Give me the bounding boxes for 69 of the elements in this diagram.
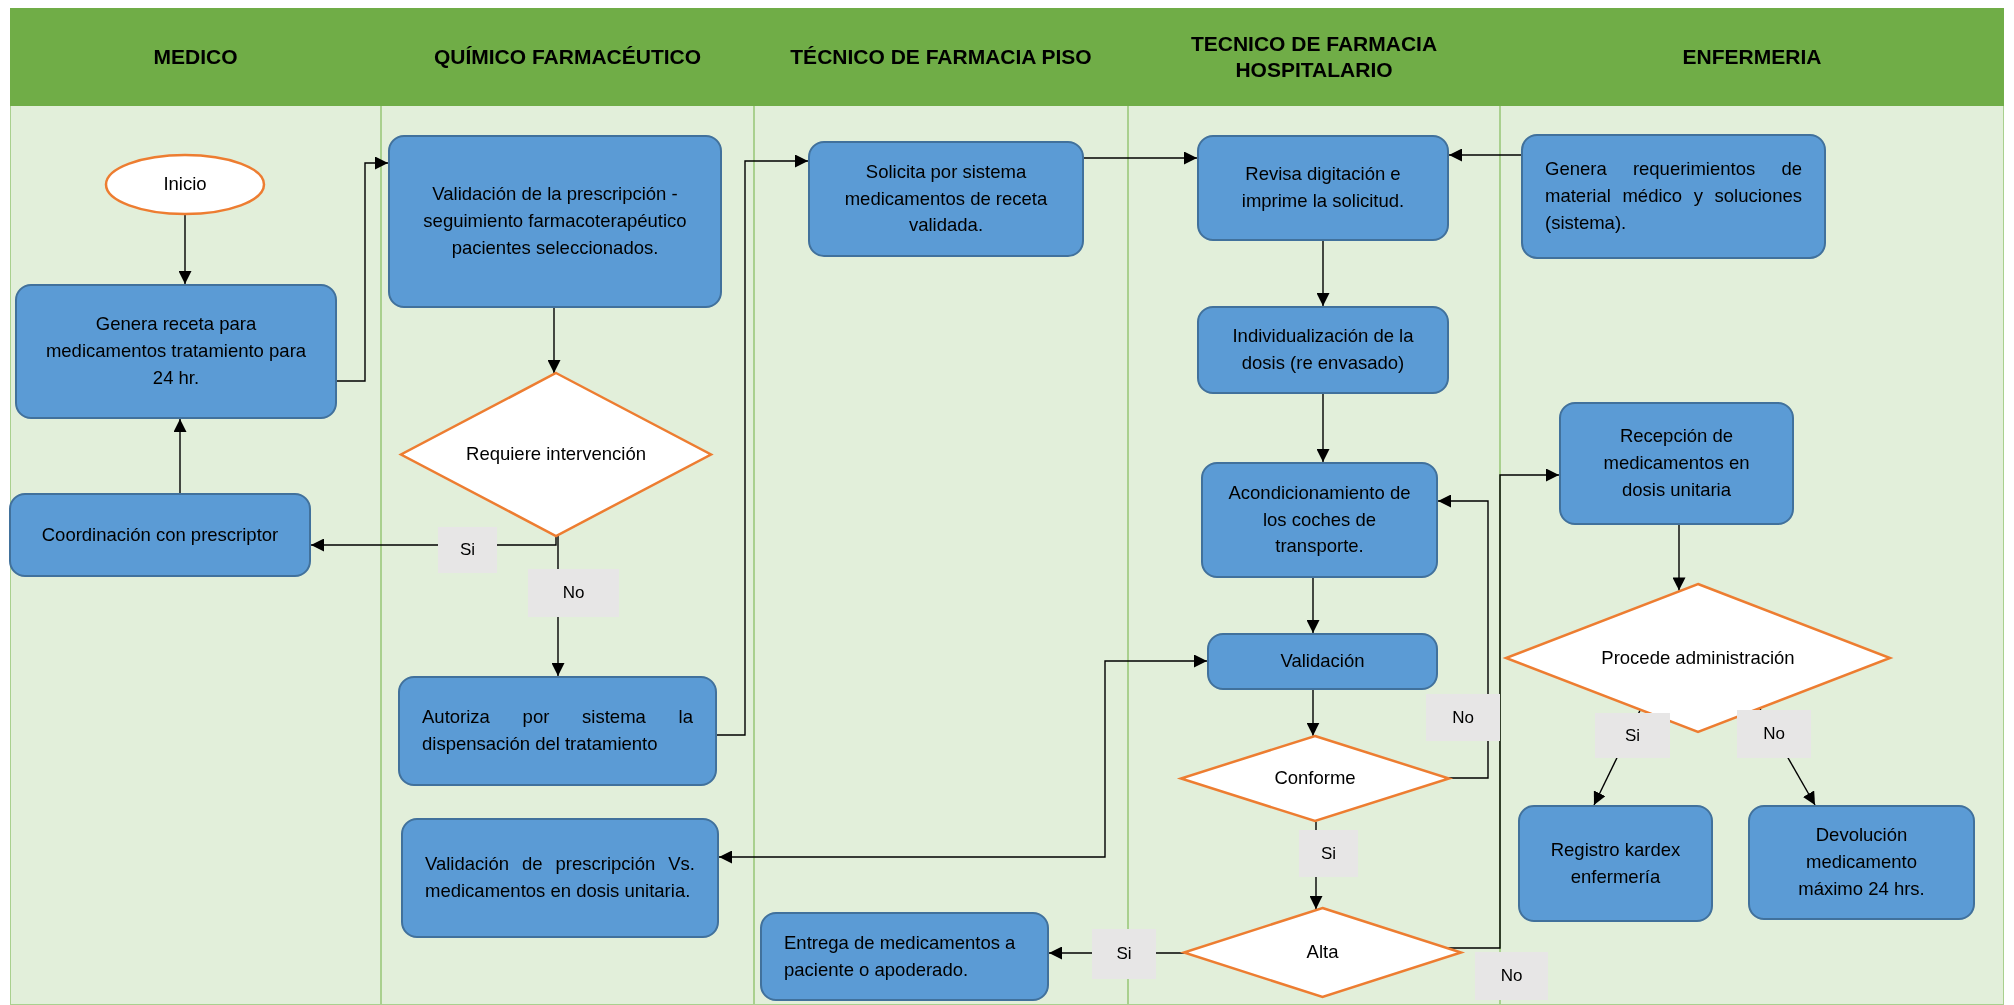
decision-text: Procede administración — [1601, 645, 1795, 670]
step-text: Devolución medicamento máximo 24 hrs. — [1797, 823, 1926, 901]
decision-diamond — [400, 372, 712, 537]
start-ellipse — [105, 154, 265, 215]
step-text: Genera receta para medicamentos tratamiento para 24 hr. — [44, 312, 308, 390]
decision-diamond — [1183, 907, 1462, 998]
decision-text: Alta — [1306, 940, 1339, 965]
process-box — [398, 676, 717, 786]
process-box — [401, 818, 719, 938]
step-text: Inicio — [163, 172, 207, 197]
step-text: Acondicionamiento de los coches de transporte. — [1227, 480, 1412, 559]
process-box — [1518, 805, 1713, 922]
process-box — [9, 493, 311, 577]
edge-label: Si — [438, 527, 497, 573]
swimlane — [381, 8, 754, 1005]
step-text: Genera requerimientos de material médico y soluciones (sistema). — [1545, 157, 1802, 235]
arrow — [173, 418, 187, 494]
process-box — [1521, 134, 1826, 259]
process-box — [388, 135, 722, 308]
arrow — [1316, 393, 1330, 463]
decision-diamond — [1180, 735, 1450, 822]
process-box — [1197, 306, 1449, 394]
lane-title: MEDICO — [153, 43, 238, 70]
arrow — [1447, 468, 1560, 949]
step-text: Coordinación con prescriptor — [41, 522, 279, 547]
process-box — [1197, 135, 1449, 241]
process-box — [1559, 402, 1794, 525]
edge-label: No — [1475, 952, 1548, 1000]
edge-label: No — [1737, 710, 1811, 758]
arrow — [1306, 577, 1320, 634]
arrow — [718, 654, 1208, 864]
arrow — [716, 154, 809, 736]
lane-title: QUÍMICO FARMACÉUTICO — [433, 43, 702, 70]
arrow — [1306, 689, 1320, 737]
process-box — [1201, 462, 1438, 578]
edge-label: Si — [1595, 713, 1670, 758]
edge-label: Si — [1092, 929, 1156, 979]
arrow — [1316, 240, 1330, 307]
arrow — [547, 307, 561, 374]
lane-title: TECNICO DE FARMACIA HOSPITALARIO — [1189, 30, 1439, 83]
process-box — [808, 141, 1084, 257]
process-box — [15, 284, 337, 419]
process-box — [760, 912, 1049, 1001]
arrow — [1083, 151, 1198, 165]
arrow — [336, 156, 389, 382]
lane-title: ENFERMERIA — [1682, 43, 1822, 70]
edge-label: No — [528, 569, 619, 617]
process-box — [1748, 805, 1975, 920]
step-text: Entrega de medicamentos a paciente o apoderado. — [784, 930, 1017, 982]
step-text: Validación — [1280, 649, 1365, 674]
step-text: Revisa digitación e imprime la solicitud. — [1240, 162, 1406, 213]
step-text: Autoriza por sistema la dispensación del tratamiento — [422, 705, 693, 756]
edge-label: Si — [1299, 830, 1358, 877]
edge-label: No — [1426, 694, 1500, 741]
step-text: Validación de prescripción Vs. medicamentos en dosis unitaria. — [425, 852, 695, 903]
step-text: Recepción de medicamentos en dosis unitaria — [1602, 424, 1751, 502]
arrow — [1672, 524, 1686, 592]
step-text: Solicita por sistema medicamentos de receta validada. — [843, 159, 1049, 238]
arrow — [178, 214, 192, 285]
decision-text: Requiere intervención — [466, 442, 646, 467]
decision-text: Conforme — [1274, 766, 1356, 791]
swimlane — [10, 8, 381, 1005]
swimlane — [1500, 8, 2004, 1005]
step-text: Individualización de la dosis (re envasado) — [1231, 324, 1415, 375]
step-text: Registro kardex enfermería — [1549, 837, 1682, 889]
lane-title: TÉCNICO DE FARMACIA PISO — [790, 43, 1092, 70]
step-text: Validación de la prescripción - seguimiento farmacoterapéutico pacientes seleccionados. — [422, 182, 688, 260]
arrow — [1448, 148, 1522, 162]
process-box — [1207, 633, 1438, 690]
